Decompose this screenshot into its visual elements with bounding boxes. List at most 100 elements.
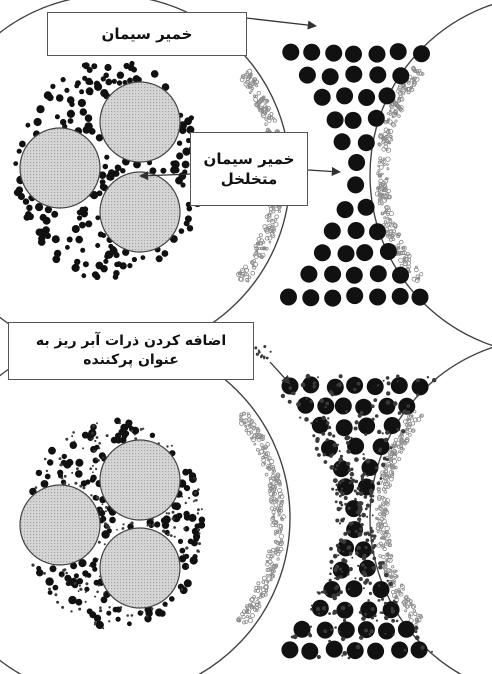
cement-grain xyxy=(103,164,109,170)
filler-dot xyxy=(323,590,326,593)
cement-particle xyxy=(348,222,365,239)
filler-dot xyxy=(387,381,391,385)
speckle-dot xyxy=(246,616,248,618)
filler-dot xyxy=(97,558,99,560)
filler-dot xyxy=(339,501,343,505)
speckle-dot xyxy=(387,482,389,484)
speckle-dot xyxy=(384,490,387,493)
filler-dot xyxy=(334,626,337,629)
filler-dot xyxy=(333,568,337,572)
filler-dot xyxy=(181,588,184,591)
filler-dot xyxy=(383,380,385,382)
cement-grain xyxy=(104,64,111,71)
filler-dot xyxy=(371,550,375,554)
cement-grain xyxy=(80,248,85,253)
filler-dot xyxy=(342,651,347,656)
filler-dot xyxy=(384,616,389,621)
cement-grain xyxy=(94,615,101,622)
filler-particles-label: اضافه کردن ذرات آبر ریز به عنوان پرکننده xyxy=(8,322,254,380)
filler-dot xyxy=(98,447,100,449)
filler-dot xyxy=(183,527,186,530)
filler-dot xyxy=(347,545,352,550)
cement-grain xyxy=(184,554,189,559)
cement-particle xyxy=(346,287,363,304)
aggregate-particle xyxy=(20,128,100,208)
speckle-dot xyxy=(390,135,392,137)
speckle-dot xyxy=(400,585,404,589)
speckle-dot xyxy=(257,582,260,585)
arrow-filler xyxy=(270,362,290,384)
speckle-dot xyxy=(382,212,384,214)
filler-dot xyxy=(379,447,382,450)
filler-label-line-1: اضافه کردن ذرات آبر ریز به xyxy=(36,332,226,351)
filler-dot xyxy=(98,459,100,461)
filler-dot xyxy=(391,609,395,613)
speckle-dot xyxy=(395,589,397,591)
cement-grain xyxy=(127,420,133,426)
speckle-dot xyxy=(257,247,259,249)
aggregate-surface-arc xyxy=(370,0,492,355)
filler-dot xyxy=(347,530,351,534)
filler-dot xyxy=(108,620,110,622)
filler-dot xyxy=(310,608,313,611)
filler-dot xyxy=(335,519,339,523)
filler-dot xyxy=(342,539,347,544)
cement-grain xyxy=(117,80,122,85)
filler-dot xyxy=(398,411,402,415)
speckle-dot xyxy=(382,555,386,559)
speckle-dot xyxy=(247,413,249,415)
speckle-dot xyxy=(381,203,383,205)
filler-dot xyxy=(337,554,339,556)
filler-dot xyxy=(315,439,319,443)
filler-dot xyxy=(193,500,195,502)
filler-dot xyxy=(373,544,377,548)
filler-dot xyxy=(310,626,312,628)
cement-grain xyxy=(176,513,182,519)
cement-grain xyxy=(48,447,56,455)
filler-dot xyxy=(95,468,97,470)
speckle-dot xyxy=(248,276,251,279)
cement-grain xyxy=(187,206,193,212)
filler-dot xyxy=(66,581,68,583)
filler-dot xyxy=(76,467,79,470)
cement-grain xyxy=(104,155,109,160)
cement-particle xyxy=(327,111,344,128)
filler-dot xyxy=(141,611,144,614)
cement-particle xyxy=(280,289,297,306)
speckle-dot xyxy=(275,215,279,219)
filler-dot xyxy=(387,580,389,582)
filler-dot xyxy=(364,629,368,633)
filler-dot xyxy=(365,538,369,542)
filler-dot xyxy=(90,494,92,496)
filler-dot xyxy=(371,607,375,611)
filler-dot xyxy=(358,414,362,418)
filler-dot xyxy=(79,485,82,488)
speckle-dot xyxy=(251,437,255,441)
filler-dot xyxy=(338,481,341,484)
filler-dot xyxy=(347,507,350,510)
filler-dot xyxy=(359,492,364,497)
filler-dot xyxy=(339,522,341,524)
filler-dot xyxy=(401,429,405,433)
filler-dot xyxy=(414,626,418,630)
speckle-dot xyxy=(387,168,389,170)
cement-grain xyxy=(60,119,66,125)
speckle-dot xyxy=(387,113,389,115)
filler-dot xyxy=(146,615,149,618)
cement-grain xyxy=(74,84,79,89)
speckle-dot xyxy=(383,164,385,166)
filler-dot xyxy=(326,402,330,406)
filler-dot xyxy=(345,410,348,413)
cement-grain xyxy=(47,94,54,101)
filler-dot xyxy=(93,450,96,453)
speckle-dot xyxy=(265,123,268,126)
cement-grain xyxy=(55,114,60,119)
filler-dot xyxy=(64,482,67,485)
filler-dot xyxy=(368,533,371,536)
filler-dot xyxy=(378,599,381,602)
filler-dot xyxy=(197,528,200,531)
speckle-dot xyxy=(384,121,386,123)
cement-grain xyxy=(155,608,163,616)
filler-dot xyxy=(360,502,364,506)
filler-dot xyxy=(74,582,77,585)
